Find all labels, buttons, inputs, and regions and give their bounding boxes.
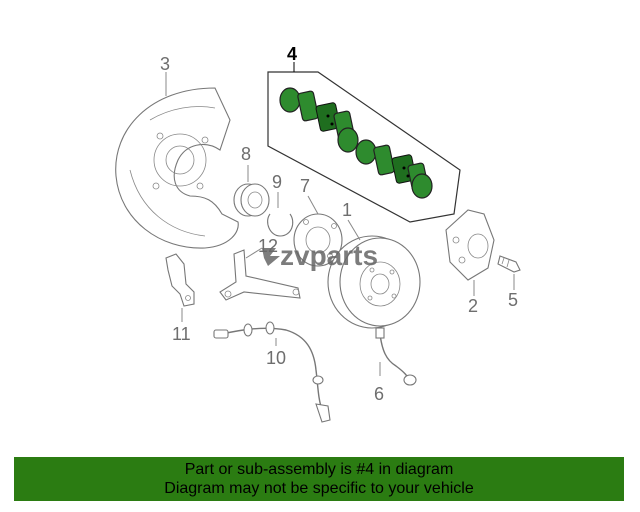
part-9-snap-ring[interactable] (267, 192, 294, 237)
callout-1: 1 (342, 200, 352, 220)
callout-10: 10 (266, 348, 286, 368)
part-10-abs-sensor[interactable] (213, 321, 331, 423)
callout-4: 4 (287, 44, 297, 64)
part-2-caliper[interactable] (445, 209, 495, 296)
callout-8: 8 (241, 144, 251, 164)
part-1-brake-rotor[interactable] (327, 219, 421, 329)
callout-11: 11 (172, 324, 191, 344)
part-3-backing-plate[interactable] (115, 72, 239, 249)
part-7-hub[interactable] (293, 195, 343, 267)
watermark-text: zvparts (280, 240, 378, 271)
banner-line-2: Diagram may not be specific to your vehi… (164, 480, 474, 497)
part-11-sensor-bracket[interactable] (165, 253, 195, 322)
banner-line-1: Part or sub-assembly is #4 in diagram (184, 461, 454, 478)
part-8-wheel-bearing[interactable] (233, 165, 270, 217)
watermark-logo: zvparts (262, 240, 378, 271)
callout-3: 3 (160, 54, 170, 74)
part-5-bleeder-screw[interactable] (497, 255, 521, 290)
callout-7: 7 (300, 176, 310, 196)
callout-6: 6 (374, 384, 384, 404)
callout-5: 5 (508, 290, 518, 310)
info-banner: Part or sub-assembly is #4 in diagram Di… (14, 457, 624, 501)
part-6-brake-hose[interactable] (375, 327, 417, 386)
callout-2: 2 (468, 296, 478, 316)
part-4-brake-pad-kit[interactable] (267, 62, 461, 223)
part-12-bracket[interactable] (219, 247, 301, 301)
callout-9: 9 (272, 172, 282, 192)
